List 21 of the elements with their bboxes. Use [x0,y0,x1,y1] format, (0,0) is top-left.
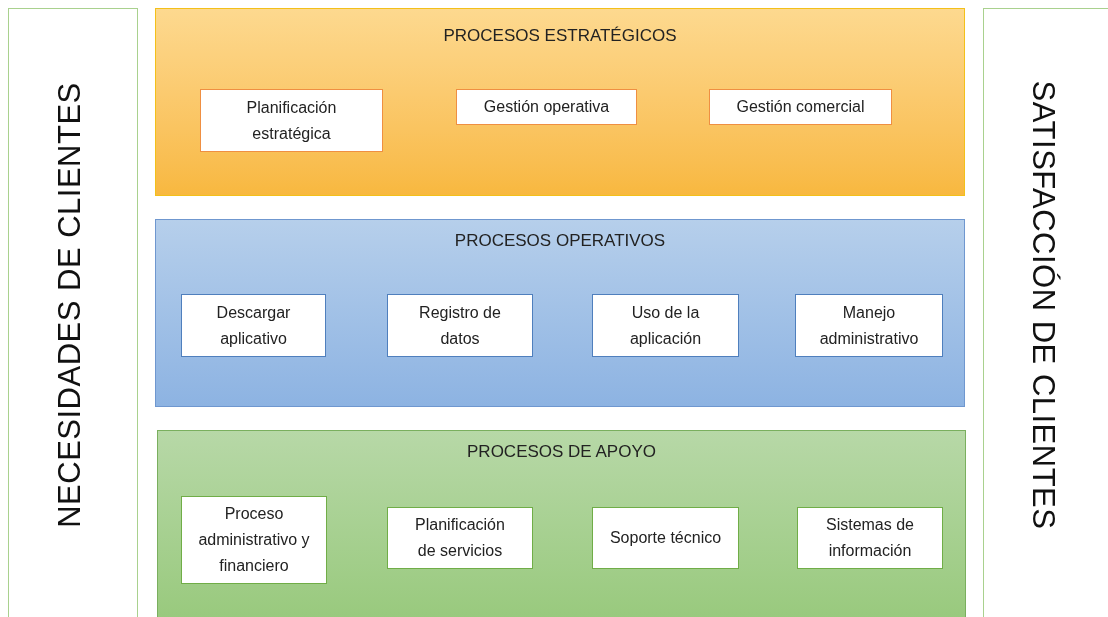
process-box: Gestión operativa [456,89,637,125]
process-box: Planificación estratégica [200,89,383,152]
process-box: Registro de datos [387,294,533,357]
process-box: Descargar aplicativo [181,294,326,357]
process-box: Proceso administrativo y financiero [181,496,327,584]
process-group-panel [155,8,965,196]
process-group-panel [157,430,966,617]
side-band [8,8,138,617]
process-box: Soporte técnico [592,507,739,569]
process-box: Planificación de servicios [387,507,533,569]
band-title: SATISFACCIÓN DE CLIENTES [1025,80,1063,530]
band-title: NECESIDADES DE CLIENTES [50,82,88,528]
group-title: PROCESOS OPERATIVOS [453,230,667,252]
group-title: PROCESOS ESTRATÉGICOS [442,25,678,47]
process-box: Uso de la aplicación [592,294,739,357]
process-box: Manejo administrativo [795,294,943,357]
process-box: Gestión comercial [709,89,892,125]
process-group-panel [155,219,965,407]
process-box: Sistemas de información [797,507,943,569]
side-band [983,8,1108,617]
group-title: PROCESOS DE APOYO [466,441,657,463]
